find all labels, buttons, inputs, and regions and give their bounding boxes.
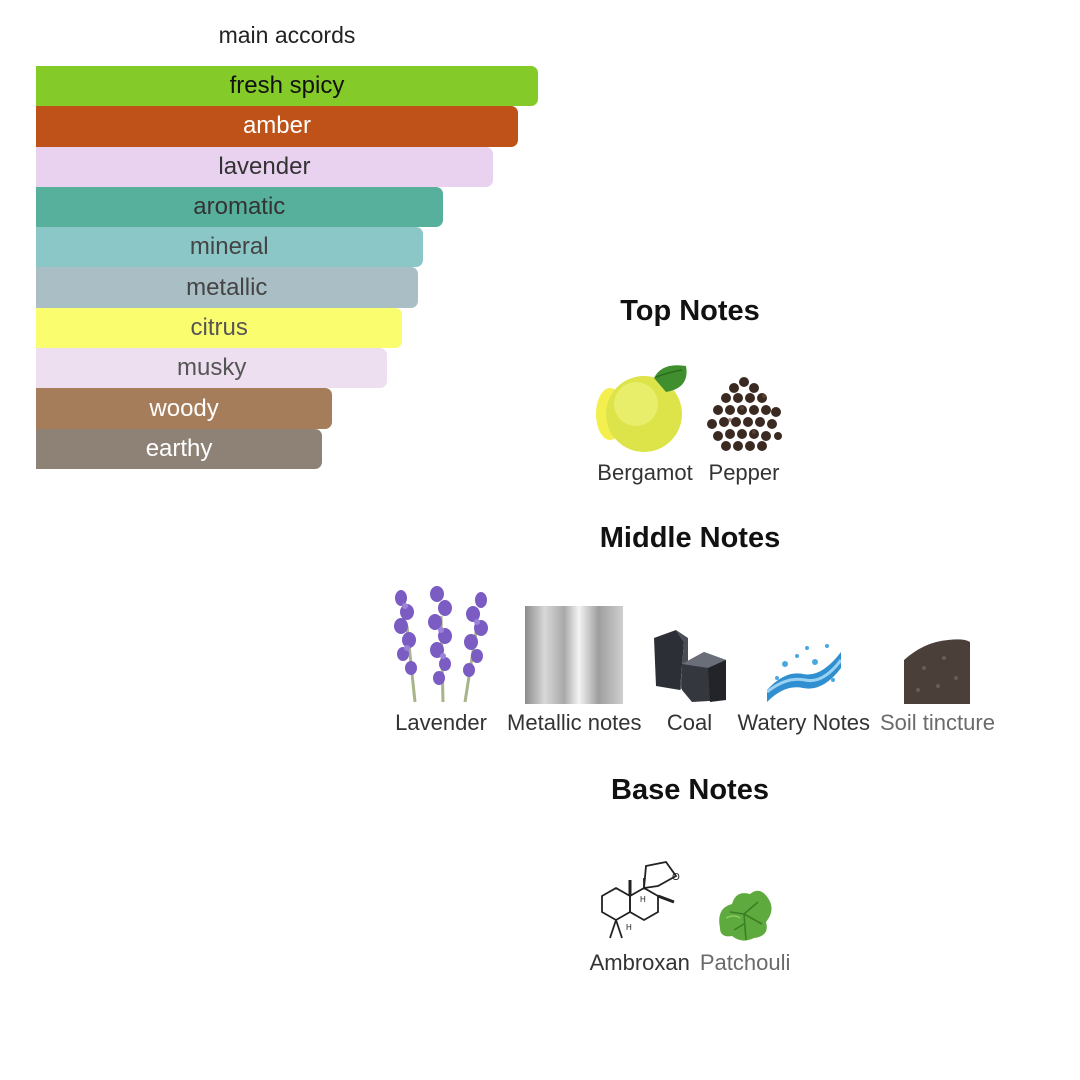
- note-ambroxan[interactable]: O H H Ambroxan: [590, 856, 690, 976]
- base-notes-title: Base Notes: [611, 774, 769, 806]
- accord-bar: woody: [36, 388, 333, 429]
- accord-bar: lavender: [36, 146, 493, 187]
- accord-bar: mineral: [36, 227, 423, 268]
- note-coal[interactable]: Coal: [652, 586, 728, 736]
- note-label: Lavender: [395, 710, 487, 735]
- svg-text:O: O: [672, 872, 680, 883]
- accord-label: musky: [177, 354, 247, 382]
- note-patchouli[interactable]: Patchouli: [699, 856, 791, 976]
- main-accords-list: fresh spicy amber lavender aromatic mine…: [36, 66, 538, 469]
- accord-label: mineral: [189, 233, 269, 261]
- accord-bar: metallic: [36, 267, 418, 308]
- accord-bar: aromatic: [36, 186, 443, 228]
- note-lavender[interactable]: Lavender: [385, 586, 497, 736]
- note-label: Metallic notes: [507, 710, 642, 735]
- note-label: Watery Notes: [737, 710, 870, 735]
- middle-notes-title: Middle Notes: [599, 522, 781, 554]
- accord-label: earthy: [145, 434, 213, 462]
- note-bergamot[interactable]: Bergamot: [596, 360, 694, 486]
- coal-icon: [652, 586, 728, 704]
- note-label: Coal: [666, 710, 713, 735]
- molecule-icon: O H H: [592, 856, 688, 944]
- accord-label: amber: [242, 112, 311, 140]
- accord-label: citrus: [190, 313, 248, 341]
- accord-label: woody: [149, 394, 219, 422]
- accord-label: aromatic: [193, 193, 286, 221]
- metal-icon: [525, 586, 624, 704]
- accord-bar: musky: [36, 348, 388, 389]
- note-label: Ambroxan: [589, 950, 690, 975]
- accord-label: fresh spicy: [229, 72, 345, 100]
- soil-icon: [904, 586, 971, 704]
- svg-text:H: H: [640, 895, 646, 904]
- accord-label: metallic: [186, 273, 268, 301]
- note-metallic[interactable]: Metallic notes: [507, 586, 642, 736]
- top-notes-title: Top Notes: [620, 295, 760, 327]
- note-label: Patchouli: [699, 950, 791, 975]
- note-label: Pepper: [708, 460, 780, 485]
- leaf-icon: [714, 856, 776, 944]
- water-splash-icon: [766, 586, 841, 704]
- note-label: Soil tincture: [880, 710, 995, 735]
- svg-text:H: H: [626, 923, 632, 932]
- accord-bar: citrus: [36, 307, 403, 349]
- accord-label: lavender: [218, 152, 311, 180]
- main-accords-title: main accords: [218, 22, 356, 48]
- accord-bar: fresh spicy: [36, 66, 538, 107]
- note-label: Bergamot: [597, 460, 693, 485]
- base-notes-row: O H H Ambroxan Patchouli: [300, 856, 1080, 976]
- pepper-icon: [704, 360, 784, 454]
- note-pepper[interactable]: Pepper: [704, 360, 784, 486]
- top-notes-row: Bergamot Pepper: [300, 360, 1080, 486]
- note-soil[interactable]: Soil tincture: [880, 586, 995, 736]
- accord-bar: earthy: [36, 428, 323, 469]
- middle-notes-row: Lavender Metallic notes: [300, 586, 1080, 736]
- bergamot-icon: [596, 360, 694, 454]
- accord-bar: amber: [36, 106, 518, 147]
- note-watery[interactable]: Watery Notes: [738, 586, 870, 736]
- lavender-icon: [385, 586, 497, 704]
